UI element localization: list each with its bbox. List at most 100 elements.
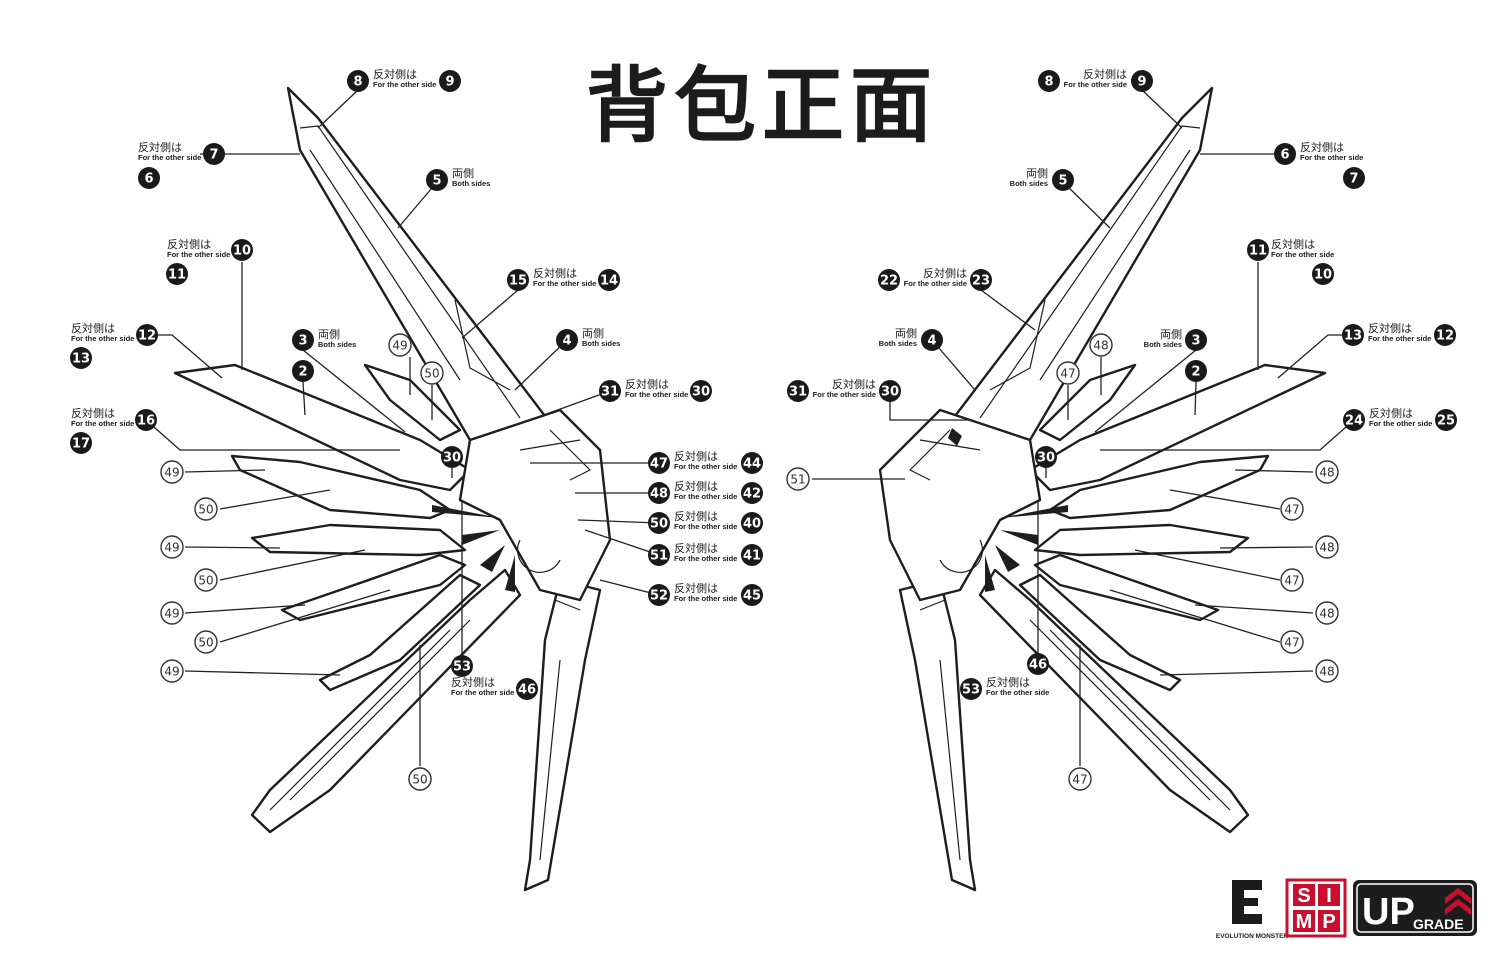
leader-line [317, 89, 359, 129]
number-badge-text: 24 [1345, 414, 1363, 429]
outlined-number-50: 50 [194, 630, 218, 654]
outlined-number-circle [160, 460, 184, 484]
callout-number-6: 6 [1274, 143, 1296, 165]
left-hub-stripe-1 [432, 505, 500, 518]
outlined-number-circle [1315, 460, 1339, 484]
number-badge-text: 53 [453, 660, 471, 675]
number-badge-text: 30 [443, 451, 461, 466]
callout-pair-number-25: 25 [1435, 409, 1457, 431]
outlined-number-circle [786, 467, 810, 491]
outlined-number-49: 49 [160, 460, 184, 484]
callout-number-11: 11 [1247, 239, 1269, 261]
caption-jp: 反対側は [625, 377, 669, 391]
number-badge-circle [1342, 324, 1364, 346]
leader-line [1219, 546, 1314, 549]
callout-number-2: 2 [1185, 360, 1207, 382]
number-badge-text: 25 [1437, 414, 1455, 429]
outlined-number-circle [194, 630, 218, 654]
right-hub-stripe-3 [995, 545, 1020, 572]
number-badge-text: 47 [650, 457, 668, 472]
left-lower-blade-2-detail [539, 599, 581, 861]
number-badge-circle [166, 263, 188, 285]
number-badge-text: 11 [168, 268, 186, 283]
outlined-number-50: 50 [408, 767, 432, 791]
upgrade-logo: UP GRADE [1353, 880, 1477, 936]
outlined-number-circle [1280, 630, 1304, 654]
left-center-hub-detail [517, 429, 591, 573]
caption-jp: 反対側は [674, 479, 718, 493]
right-upper-blade-detail [979, 125, 1201, 419]
left-wing-drawing [173, 86, 612, 892]
number-badge-circle [970, 269, 992, 291]
right-fin-1 [1028, 363, 1327, 492]
number-badge-text: 8 [353, 75, 362, 90]
number-badge-text: 45 [743, 589, 761, 604]
outlined-number-circle [1089, 333, 1113, 357]
leader-line [1062, 181, 1111, 229]
caption-en: For the other side [674, 594, 737, 603]
callout-number-4: 4 [556, 329, 578, 351]
number-badge-text: 7 [209, 148, 218, 163]
leader-line [1194, 381, 1197, 416]
leader-line [302, 381, 306, 416]
leader-line [1159, 670, 1314, 676]
number-badge-circle [1434, 324, 1456, 346]
caption-jp: 反対側は [1368, 321, 1412, 335]
outlined-number-50: 50 [194, 568, 218, 592]
number-badge-text: 7 [1349, 172, 1358, 187]
caption-jp: 反対側は [674, 509, 718, 523]
left-small-fin [363, 363, 462, 442]
caption-jp: 両側 [318, 328, 340, 341]
caption-en: For the other side [1064, 80, 1127, 89]
leader-line [980, 289, 1036, 331]
right-fin-4 [1033, 553, 1220, 622]
upgrade-logo-inner [1356, 883, 1474, 933]
leader-line [219, 549, 366, 581]
callout-pair-number-30: 30 [690, 380, 712, 402]
number-badge-text: 11 [1249, 244, 1267, 259]
number-badge-text: 16 [137, 414, 155, 429]
caption-jp: 反対側は [167, 237, 211, 251]
callout-pair-number-11: 11 [166, 263, 188, 285]
left-hub-stripe-2 [462, 530, 500, 545]
number-badge-circle [231, 239, 253, 261]
outlined-number-text: 50 [412, 772, 427, 786]
caption-jp: 両側 [1160, 328, 1182, 341]
caption-jp: 反対側は [1369, 406, 1413, 420]
outlined-number-49: 49 [160, 601, 184, 625]
outlined-number-47: 47 [1280, 568, 1304, 592]
callout-pair-number-12: 12 [1434, 324, 1456, 346]
leader-line [514, 339, 568, 391]
caption-en: For the other side [674, 554, 737, 563]
caption-jp: 反対側は [923, 266, 967, 280]
number-badge-text: 22 [880, 274, 898, 289]
number-badge-text: 4 [927, 334, 936, 349]
number-badge-circle [426, 169, 448, 191]
number-badge-circle [960, 678, 982, 700]
number-badge-circle [1435, 409, 1457, 431]
number-badge-text: 46 [518, 683, 536, 698]
outlined-number-text: 49 [164, 606, 179, 620]
callout-number-22: 22 [878, 269, 900, 291]
number-badge-circle [741, 544, 763, 566]
number-badge-circle [556, 329, 578, 351]
left-hub-stripe-4 [505, 555, 515, 592]
simp-letter: I [1326, 885, 1332, 907]
number-badge-text: 41 [743, 549, 761, 564]
number-badge-text: 30 [881, 385, 899, 400]
caption-en: For the other side [986, 688, 1049, 697]
caption-en: Both sides [452, 179, 490, 188]
simp-letter: S [1297, 885, 1310, 907]
outlined-number-text: 49 [164, 664, 179, 678]
callout-number-31: 31 [599, 380, 621, 402]
callout-pair-number-40: 40 [741, 512, 763, 534]
